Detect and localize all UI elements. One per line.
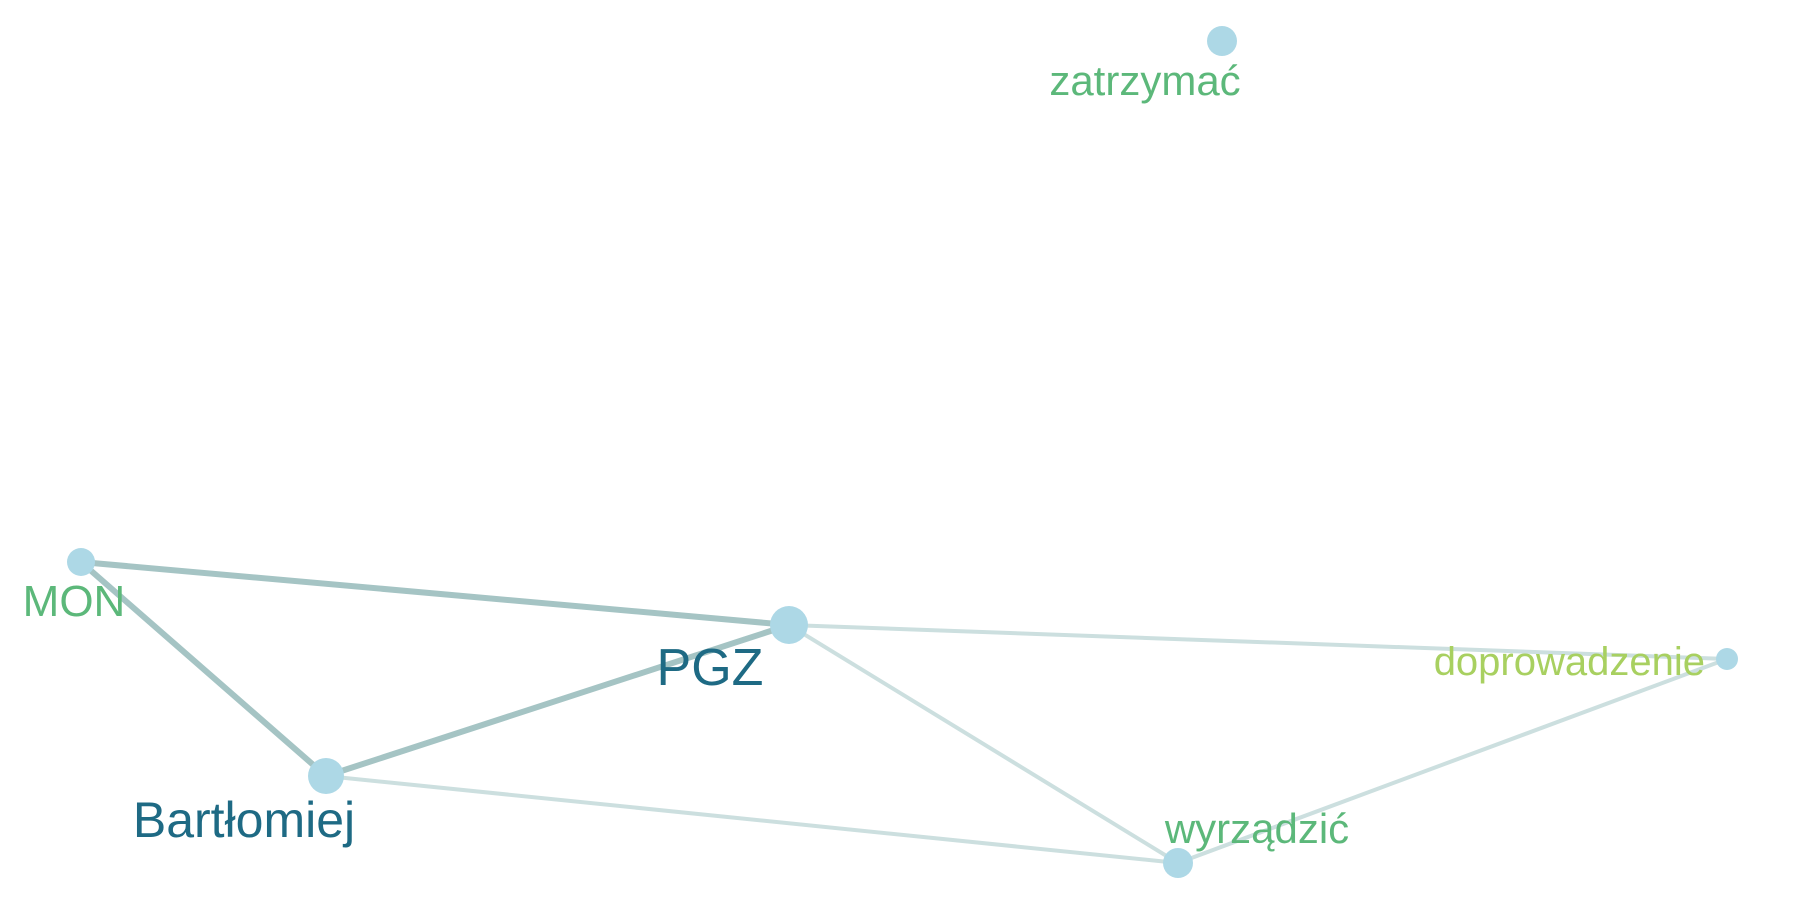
edge-bartlomiej-wyrzadzic <box>324 774 1180 865</box>
node-label-wyrzadzic: wyrządzić <box>1164 805 1349 852</box>
edge-pgz-doprowadzenie <box>787 623 1729 661</box>
node-pgz <box>770 606 808 644</box>
edge-pgz-wyrzadzic <box>787 623 1180 865</box>
node-label-zatrzymac: zatrzymać <box>1049 57 1240 104</box>
node-label-doprowadzenie: doprowadzenie <box>1434 640 1705 684</box>
node-bartlomiej <box>308 758 344 794</box>
nodes-layer <box>67 26 1738 878</box>
node-doprowadzenie <box>1716 648 1738 670</box>
node-label-bartlomiej: Bartłomiej <box>133 792 355 848</box>
node-mon <box>67 548 95 576</box>
edge-bartlomiej-pgz <box>323 622 792 779</box>
node-label-mon: MON <box>23 577 126 626</box>
edge-wyrzadzic-doprowadzenie <box>1176 657 1729 865</box>
edges-layer <box>78 559 1729 865</box>
node-zatrzymac <box>1207 26 1237 56</box>
edge-mon-bartlomiej <box>78 559 329 779</box>
edge-mon-pgz <box>78 559 792 628</box>
node-label-pgz: PGZ <box>657 639 764 697</box>
node-wyrzadzic <box>1163 848 1193 878</box>
